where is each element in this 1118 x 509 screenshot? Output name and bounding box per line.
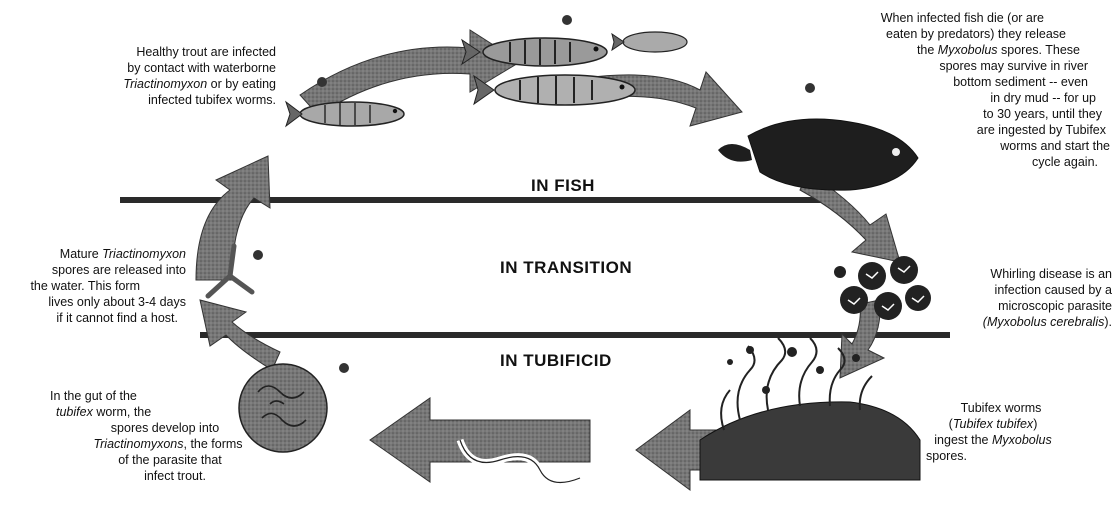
note-tubifex-worms: Tubifex worms (Tubifex tubifex) ingest t…: [900, 400, 1086, 464]
zone-label-in-tubificid: IN TUBIFICID: [500, 351, 612, 371]
note-gut-of-tubifex: In the gut of the tubifex worm, the spor…: [30, 388, 270, 484]
note-infected-fish-die: When infected fish die (or are eaten by …: [760, 10, 1110, 170]
zone-label-in-transition: IN TRANSITION: [500, 258, 632, 278]
tubifex-worm-colony-icon: [700, 338, 920, 480]
note-healthy-trout: Healthy trout are infected by contact wi…: [40, 44, 276, 108]
spore-cluster-icon: [834, 256, 931, 320]
note-whirling-disease: Whirling disease is an infection caused …: [930, 266, 1112, 330]
single-trout-icon: [286, 102, 404, 126]
note-mature-spores: Mature Triactinomyxon spores are release…: [0, 246, 186, 326]
tubificid-divider-line: [200, 332, 950, 338]
arrow-bottom-middle: [370, 398, 590, 482]
zone-label-in-fish: IN FISH: [531, 176, 595, 196]
